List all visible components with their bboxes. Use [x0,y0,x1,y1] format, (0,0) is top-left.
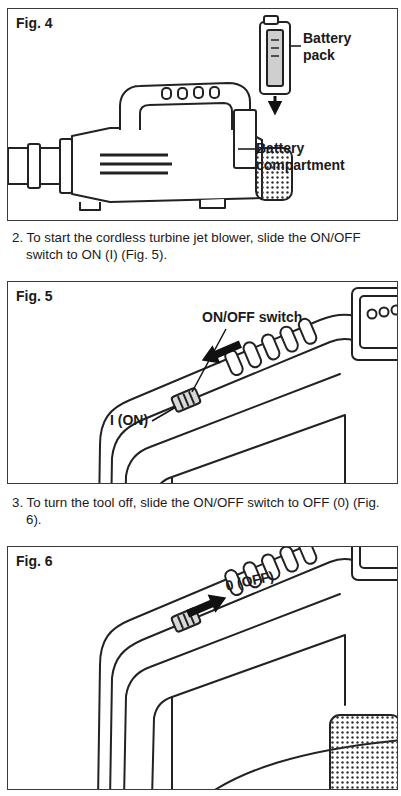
handle-drawing [98,288,397,483]
callout-label: Battery pack [303,30,385,64]
blower-drawing [8,83,292,210]
figure-label: Fig. 4 [16,15,53,31]
direction-arrow [184,588,230,623]
battery-pack-drawing [260,16,290,94]
figure-label: Fig. 6 [16,553,53,569]
figure-panel: Fig. 6 [7,546,398,790]
figure-label: Fig. 5 [16,288,53,304]
direction-arrow [198,335,244,370]
instruction-text: 2. To start the cordless turbine jet blo… [12,229,397,263]
leader-line [291,45,301,47]
callout-label: Battery compartment [256,140,368,174]
leader-line [238,148,255,150]
leader-line [192,329,226,392]
instruction-text: 3. To turn the tool off, slide the ON/OF… [12,494,397,528]
callout-label: I (ON) [110,412,180,429]
handle-drawing [98,547,397,789]
leader-line [152,407,176,421]
callout-label: ON/OFF switch [202,309,342,326]
insert-arrow [274,96,277,108]
